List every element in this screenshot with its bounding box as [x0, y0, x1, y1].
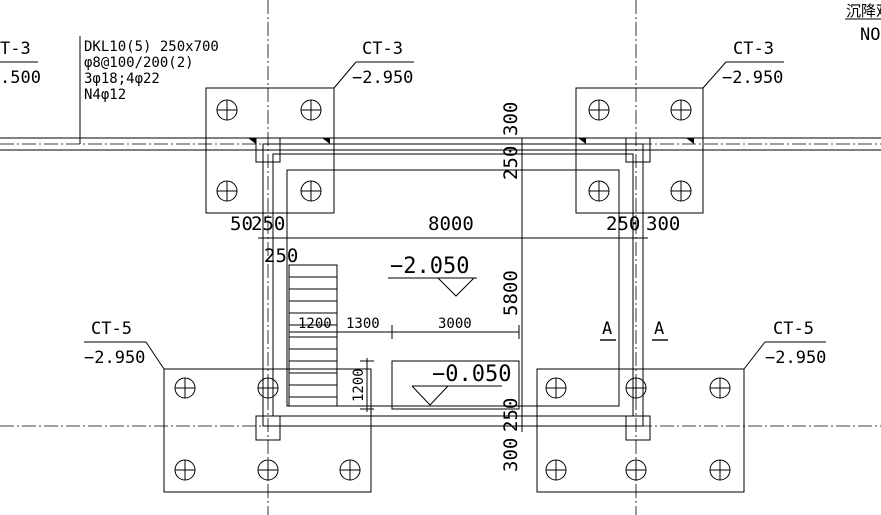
pit-walls — [255, 137, 651, 441]
ct5-left-leader — [145, 341, 165, 370]
beam-label-1: DKL10(5) 250x700 — [84, 39, 219, 55]
dim-1200-v: 1200 — [351, 368, 367, 402]
ct3-left-elev: −2.950 — [352, 68, 413, 88]
dim-50: 50 — [230, 213, 253, 235]
dim-300-b: 300 — [500, 102, 522, 136]
dim-8000: 8000 — [428, 213, 474, 235]
elev-pit-marker — [388, 277, 477, 297]
dim-250-a: 250 — [251, 213, 285, 235]
ct3-left-leader — [333, 61, 357, 89]
ct5-left-elev: −2.950 — [84, 348, 145, 368]
pile-cap-ct3-left — [205, 87, 335, 214]
ct3-label-partial: T-3 — [0, 39, 31, 59]
pile-cap-ct5-right — [536, 368, 745, 493]
beam-label-3: 3φ18;4φ22 — [84, 71, 160, 87]
ct3-right-elev: −2.950 — [722, 68, 783, 88]
beam-label-4: N4φ12 — [84, 87, 126, 103]
ct5-left-label: CT-5 — [91, 319, 132, 339]
ct5-right-leader — [743, 341, 766, 370]
dim-300-a: 300 — [646, 213, 680, 235]
dim-250-v2: 250 — [500, 398, 522, 432]
elev-pit-label: −2.050 — [390, 254, 469, 279]
ct5-right-elev: −2.950 — [765, 348, 826, 368]
top-right-note-1: 沉降观 — [846, 2, 881, 20]
dim-250-c: 250 — [264, 245, 298, 267]
dim-3000: 3000 — [438, 316, 472, 332]
dim-1200: 1200 — [298, 316, 332, 332]
ct3-right-label: CT-3 — [733, 39, 774, 59]
section-marker-a-right: A — [654, 319, 664, 339]
pile-cap-ct3-right — [575, 87, 704, 214]
elevation-partial: .500 — [0, 68, 41, 88]
dim-300-c: 300 — [500, 438, 522, 472]
dim-5800: 5800 — [500, 270, 522, 316]
dim-1300: 1300 — [346, 316, 380, 332]
elev-floor-marker — [411, 385, 502, 406]
sump-outline — [391, 360, 520, 410]
ct3-right-leader — [702, 61, 727, 89]
dim-250-v1: 250 — [500, 146, 522, 180]
section-marker-a-left: A — [602, 319, 612, 339]
ct5-right-label: CT-5 — [773, 319, 814, 339]
dim-vertical — [512, 138, 532, 432]
beam-lines — [0, 137, 881, 151]
ct3-left-label: CT-3 — [362, 39, 403, 59]
dim-top — [258, 226, 648, 246]
elev-floor-label: −0.050 — [432, 362, 511, 387]
pile-cap-ct5-left — [163, 368, 372, 493]
dim-mid — [288, 325, 520, 339]
top-right-note-2: NO — [860, 25, 880, 45]
dim-250-b: 250 — [606, 213, 640, 235]
stair — [288, 264, 338, 407]
beam-label-2: φ8@100/200(2) — [84, 55, 194, 71]
